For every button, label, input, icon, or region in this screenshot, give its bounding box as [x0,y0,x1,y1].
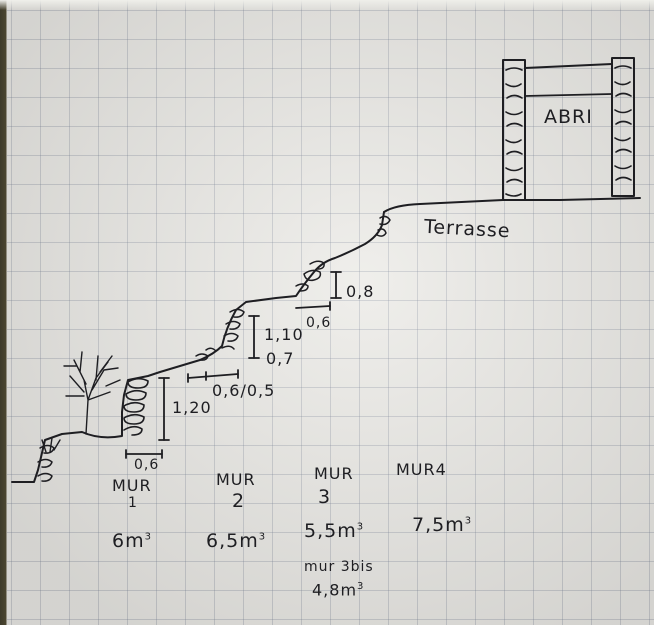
dimension-markers [125,271,342,459]
wall-4-volume: 7,5m3 [412,514,473,536]
wall-3-label: MUR [314,464,354,483]
wall-2-volume: 6,5m3 [206,530,267,552]
wall-3bis-volume: 4,8m3 [312,580,365,600]
wall-3-number: 3 [318,486,332,508]
dimension-0-6-lower: 0,6 [134,457,160,473]
wall-1-volume: 6m3 [112,530,152,552]
dimension-0-6-0-5: 0,6/0,5 [212,381,276,400]
grid-paper [7,0,654,625]
tree-drawing [63,351,121,435]
dimension-0-8: 0,8 [346,282,375,301]
shelter-label: ABRI [544,106,593,128]
dimension-1-20: 1,20 [172,398,212,417]
shelter-drawing [502,57,641,201]
dimension-0-7: 0,7 [266,349,295,368]
wall-2-label: MUR [216,470,256,489]
terrain-profile [11,199,504,483]
paper-top-edge [0,0,654,10]
wall-3bis-label: mur 3bis [304,559,374,575]
wall-1-number: 1 [128,495,138,511]
wall-3-volume: 5,5m3 [304,520,365,542]
wall-4-label: MUR4 [396,460,447,479]
dimension-0-6-upper: 0,6 [306,315,332,331]
wall-1-label: MUR [112,476,152,495]
terrace-label: Terrasse [423,215,512,243]
wall-2-number: 2 [232,490,246,512]
dimension-1-10: 1,10 [264,325,304,344]
